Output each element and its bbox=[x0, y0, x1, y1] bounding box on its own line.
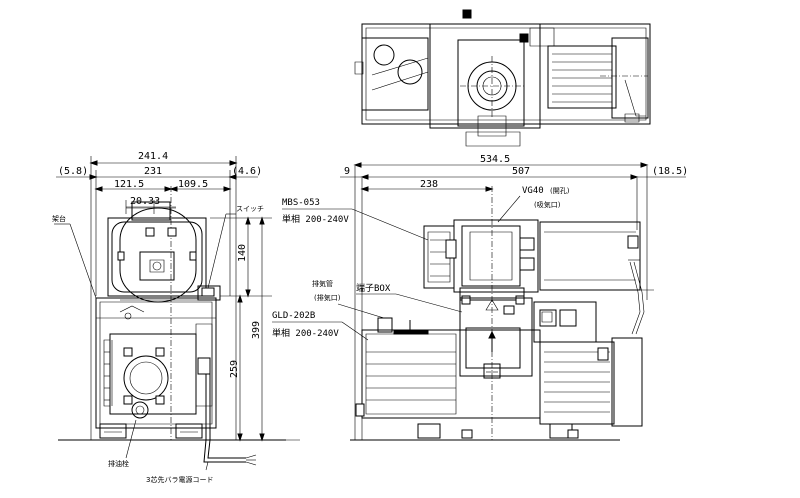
label-terminal-box: 端子BOX bbox=[356, 282, 391, 294]
label-mbs-model: MBS-053 bbox=[282, 198, 320, 208]
label-drain-cock: 排油栓 bbox=[108, 459, 129, 468]
dim-side-left-offset: (5.8) bbox=[58, 166, 88, 177]
label-switch: スイッチ bbox=[236, 205, 264, 213]
dim-front-total-length: 534.5 bbox=[480, 154, 510, 165]
dim-front-left-offset: 9 bbox=[344, 166, 350, 177]
dim-front-base-length: 507 bbox=[512, 166, 530, 177]
label-exhaust: 排気管 bbox=[312, 279, 333, 288]
dim-switch-offset: 20.33 bbox=[130, 196, 160, 207]
dim-height-pump: 259 bbox=[229, 360, 240, 378]
front-view: 534.5 9 507 (18.5) 238 bbox=[272, 154, 688, 440]
dim-height-motor-top: 140 bbox=[237, 244, 248, 262]
dim-front-exhaust-pos: 238 bbox=[420, 179, 438, 190]
side-view: 241.4 231 (5.8) (4.6) 121.5 109.5 20.33 … bbox=[52, 151, 300, 484]
label-gld-model: GLD-202B bbox=[272, 311, 315, 321]
dim-side-right-half: 109.5 bbox=[178, 179, 208, 190]
dim-side-left-half: 121.5 bbox=[114, 179, 144, 190]
label-mbs-power: 単相 200-240V bbox=[282, 213, 349, 225]
dim-front-right-offset: (18.5) bbox=[652, 166, 688, 177]
dim-side-inner-width: 231 bbox=[144, 166, 162, 177]
top-view bbox=[355, 10, 650, 146]
label-vg-flange: VG40 bbox=[522, 186, 544, 196]
label-gld-power: 単相 200-240V bbox=[272, 327, 339, 339]
dim-height-total: 399 bbox=[251, 321, 262, 339]
dim-side-total-width: 241.4 bbox=[138, 151, 168, 162]
label-exhaust-port: (排気口) bbox=[314, 293, 341, 302]
label-power-cord: 3芯先バラ電源コード bbox=[146, 475, 213, 484]
dim-side-right-offset: (4.6) bbox=[232, 166, 262, 177]
label-vg-flange-note: (開孔) bbox=[550, 187, 570, 195]
label-base: 架台 bbox=[52, 214, 66, 223]
label-intake-port: (吸気口) bbox=[534, 200, 561, 209]
